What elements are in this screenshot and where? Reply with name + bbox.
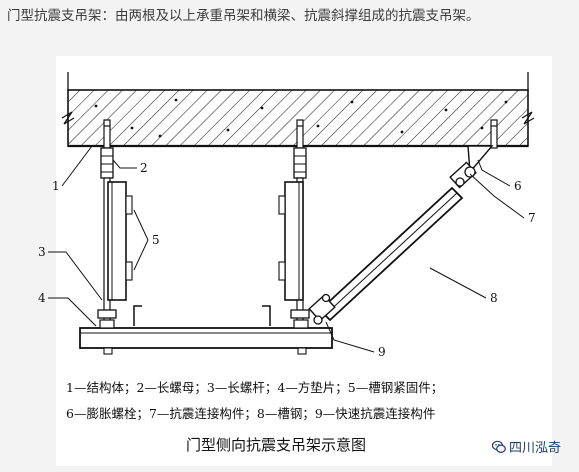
callout-8: 8 [490,291,498,305]
legend-line-1: 1—结构体；2—长螺母；3—长螺杆；4—方垫片；5—槽钢紧固件； [66,380,443,395]
leader-lines [48,145,525,353]
wechat-icon [492,440,506,453]
legend-line-2: 6—膨胀螺栓；7—抗震连接构件；8—槽钢；9—快速抗震连接构件 [66,406,435,421]
callout-7: 7 [528,211,536,225]
callout-3: 3 [38,245,46,259]
callout-4: 4 [38,291,46,305]
watermark-text: 四川泓奇 [509,441,562,456]
figure-title: 门型侧向抗震支吊架示意图 [186,436,366,454]
callout-1: 1 [52,179,60,193]
base-channel-beam [79,305,333,355]
watermark: 四川泓奇 [492,437,561,456]
callout-9: 9 [378,345,386,359]
callout-6: 6 [514,179,522,193]
left-hanger [97,147,133,329]
callout-2: 2 [140,161,148,175]
middle-hanger [278,147,310,329]
page-caption: 门型抗震支吊架：由两根及以上承重吊架和横梁、抗震斜撑组成的抗震支吊架。 [7,8,480,24]
callout-5: 5 [152,233,160,247]
diagonal-brace-channel [308,145,494,325]
callout-labels: 1 2 3 4 5 6 7 8 9 [38,161,536,359]
